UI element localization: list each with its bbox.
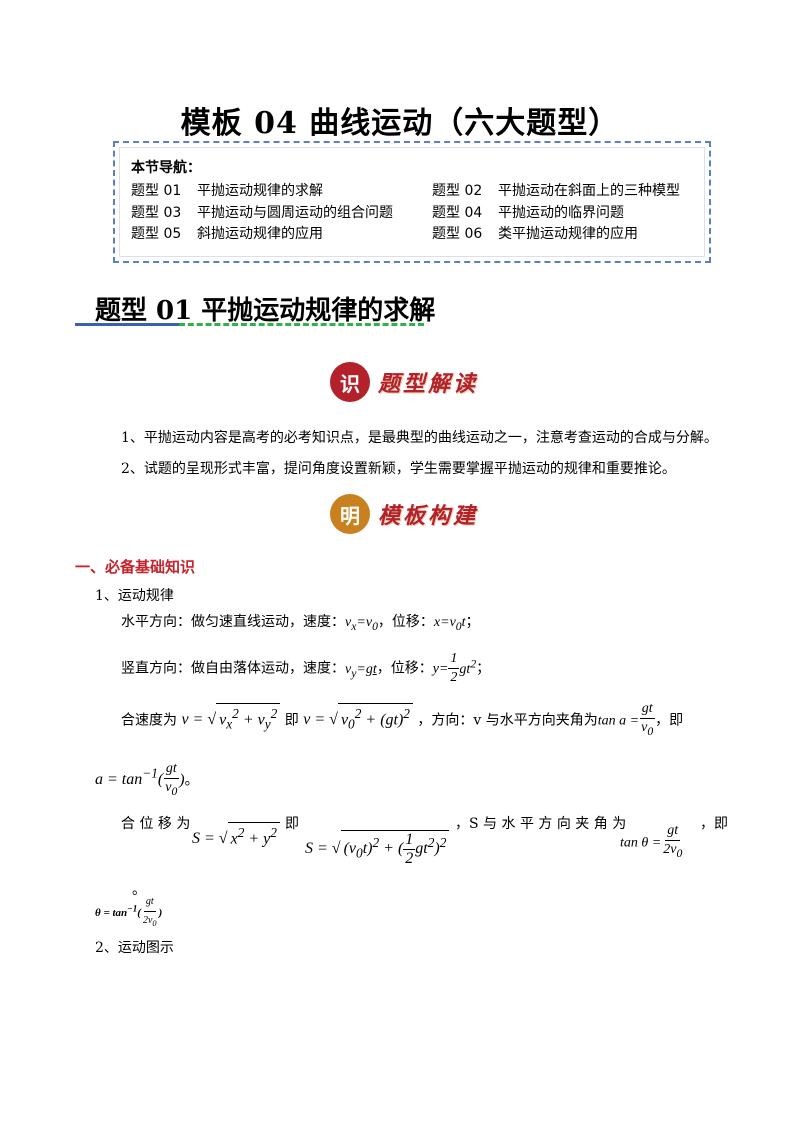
section-underline-green: [179, 323, 424, 326]
page-title: 模板 04 曲线运动（六大题型）: [180, 106, 620, 141]
badge-label: 模板构建: [378, 503, 479, 529]
theta-period: 。: [132, 882, 146, 898]
badge-template: 明 模板构建: [330, 494, 478, 534]
ji-end-label: ，即: [700, 816, 728, 832]
nav-heading: 本节导航：: [131, 160, 201, 176]
displacement-direction: ，S 与 水 平 方 向 夹 角 为: [455, 816, 627, 832]
ji-label: 即: [285, 816, 299, 832]
seal-icon: 识: [330, 362, 370, 402]
displacement-formula-1: S = √x2 + y2: [192, 822, 280, 849]
section-title: 题型 01 平抛运动规律的求解: [95, 296, 436, 326]
knowledge-heading: 一、必备基础知识: [75, 558, 196, 576]
combined-displacement-label: 合 位 移 为: [121, 816, 191, 832]
intro-line-2: 2、试题的呈现形式丰富，提问角度设置新颖，学生需要掌握平抛运动的规律和重要推论。: [121, 461, 676, 477]
subheading-motion-diagram: 2、运动图示: [95, 940, 174, 956]
horizontal-line: 水平方向：做匀速直线运动，速度：vx=v0，位移：x=v0t；: [121, 614, 480, 633]
badge-label: 题型解读: [378, 371, 479, 397]
subheading-motion-law: 1、运动规律: [95, 588, 174, 604]
seal-icon: 明: [330, 494, 370, 534]
section-underline-blue: [75, 323, 179, 326]
intro-line-1: 1、平抛运动内容是高考的必考知识点，是最典型的曲线运动之一，注意考查运动的合成与…: [121, 430, 718, 446]
badge-question-type: 识 题型解读: [330, 362, 478, 402]
navigation-box: [113, 141, 711, 263]
combined-velocity-line: 合速度为 v = √vx2 + vy2 即 v = √v02 + (gt)2 ，…: [121, 701, 684, 738]
